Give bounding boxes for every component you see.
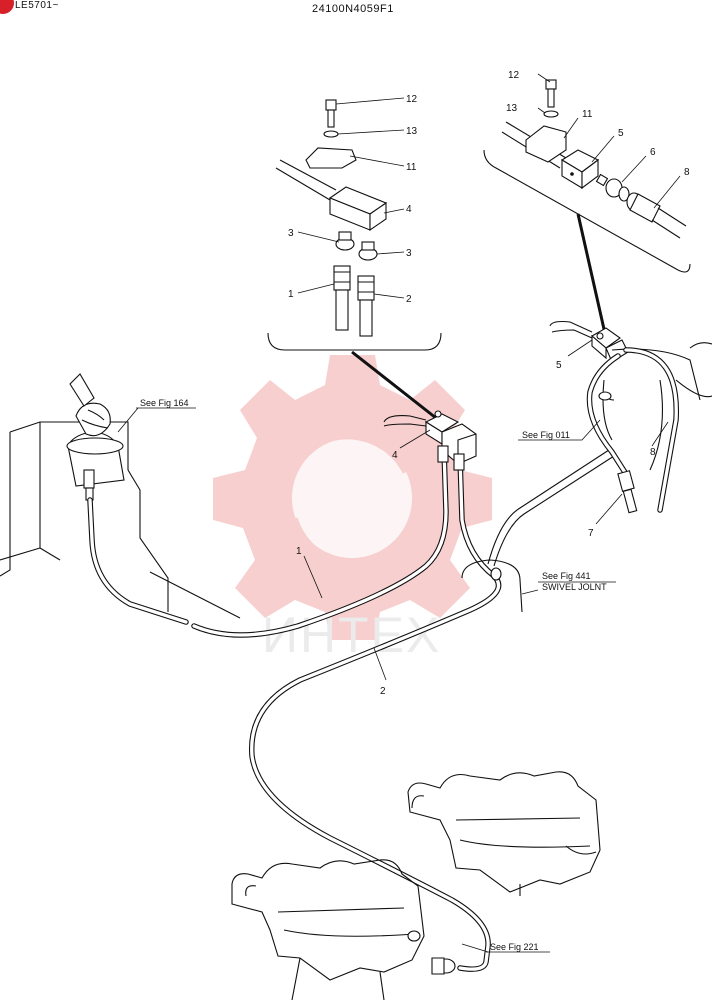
callout-12-right: 12 [508, 70, 520, 81]
fitting-3-right [358, 241, 378, 261]
callout-13-upper: 13 [406, 126, 418, 137]
callout-4-upper: 4 [406, 204, 412, 215]
bolt-12-right [545, 79, 557, 108]
fitting-3-left [335, 231, 355, 251]
callout-1-main: 1 [296, 546, 302, 557]
callout-2-main: 2 [380, 686, 386, 697]
line-1 [87, 447, 449, 638]
line-2 [248, 455, 502, 972]
ref-swivel-joint-text: SWIVEL JOLNT [542, 582, 607, 592]
hose-fitting-2 [357, 275, 375, 337]
red-badge-icon [0, 0, 14, 14]
main-assembly: 4 5 8 7 1 2 See Fig 164 See Fig 011 See … [0, 320, 712, 1000]
callout-4-main: 4 [392, 450, 398, 461]
drawing-number: 24100N4059F1 [312, 3, 394, 15]
washer-13 [323, 130, 339, 138]
callout-12-upper: 12 [406, 94, 418, 105]
callout-3-right: 3 [406, 248, 412, 259]
callout-3-left: 3 [288, 228, 294, 239]
ref-fig-221: See Fig 221 [461, 942, 550, 953]
right-assembly [549, 320, 712, 514]
callout-11-upper: 11 [406, 162, 417, 173]
callout-1-upper: 1 [288, 289, 294, 300]
callout-13-right: 13 [506, 103, 518, 114]
block-4 [328, 186, 388, 232]
callout-6-right: 6 [650, 147, 656, 158]
callout-7-main: 7 [588, 528, 594, 539]
hose-fitting-8 [626, 192, 687, 239]
control-valve-lower [231, 859, 456, 1000]
ref-fig-011-text: See Fig 011 [522, 430, 570, 440]
ref-fig-164: See Fig 164 [117, 398, 196, 433]
detail-upper: 12 13 11 4 3 3 1 2 [267, 94, 442, 420]
ref-fig-011: See Fig 011 [518, 419, 601, 441]
clamp-11-right [525, 125, 567, 163]
callout-11-right: 11 [582, 109, 593, 120]
washer-13-right [543, 110, 559, 118]
connector-6 [595, 173, 630, 202]
callout-8-right: 8 [684, 167, 690, 178]
detail-right: 12 13 11 5 6 8 [483, 70, 691, 339]
block-5 [560, 149, 600, 190]
hose-fitting-1 [333, 265, 351, 331]
callout-5-main: 5 [556, 360, 562, 371]
callout-8-main: 8 [650, 447, 656, 458]
callout-2-upper: 2 [406, 294, 412, 305]
control-valve-upper [407, 771, 601, 896]
bolt-12 [325, 99, 337, 128]
callout-5-right: 5 [618, 128, 624, 139]
ref-fig-221-text: See Fig 221 [490, 942, 539, 952]
ref-fig-441-text: See Fig 441 [542, 571, 591, 581]
valve-block-4 [383, 410, 477, 471]
swivel-joint [461, 447, 615, 613]
corner-code: LE5701~ [15, 0, 59, 11]
ref-fig-441: See Fig 441 SWIVEL JOLNT [521, 571, 616, 595]
clamp-11 [305, 147, 357, 169]
ref-fig-164-text: See Fig 164 [140, 398, 189, 408]
control-console [0, 373, 241, 619]
